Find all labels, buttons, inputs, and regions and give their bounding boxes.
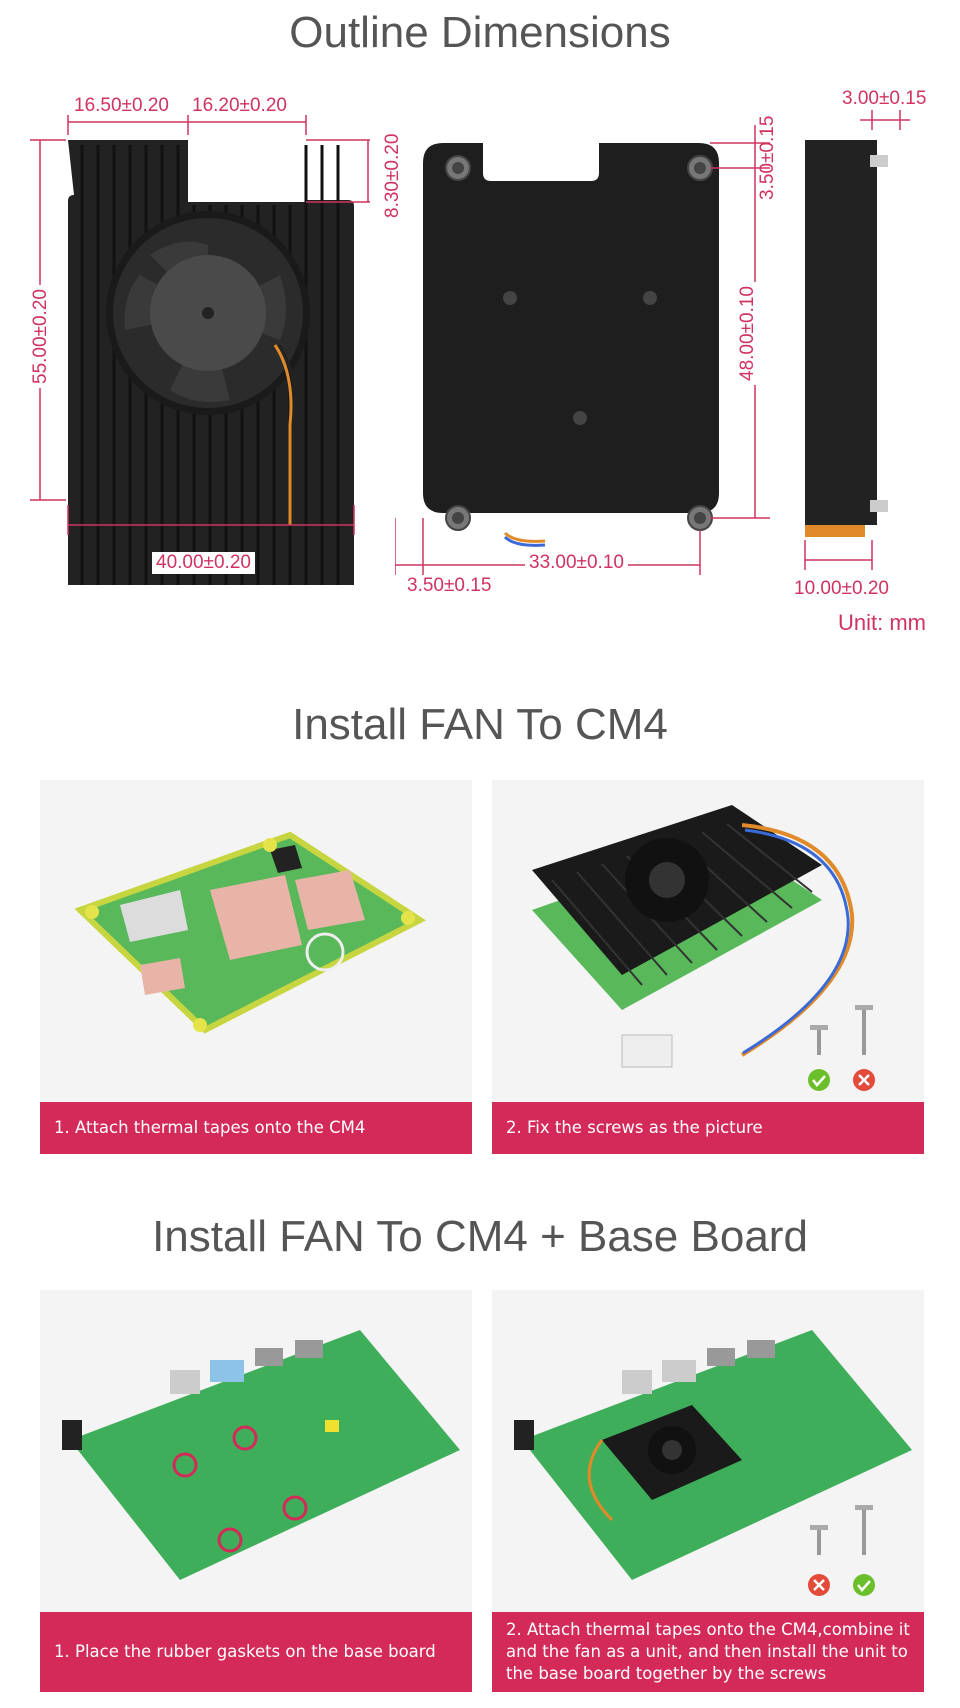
dim-width: 40.00±0.20 (152, 552, 255, 574)
dim-hole-offset-y: 3.50±0.15 (757, 115, 778, 200)
dim-hole-span-x: 33.00±0.10 (525, 552, 628, 574)
unit-label: Unit: mm (838, 610, 926, 635)
dim-side-thickness: 10.00±0.20 (794, 578, 889, 599)
heatsink-side-view (804, 110, 910, 570)
outline-title: Outline Dimensions (289, 8, 671, 57)
dim-hole-offset-x: 3.50±0.15 (407, 575, 492, 596)
base-board-fan-installed-photo (514, 1330, 912, 1596)
cm4-step-2-card: 2. Fix the screws as the picture (492, 780, 924, 1154)
install-base-title: Install FAN To CM4 + Base Board (152, 1212, 808, 1261)
dim-side-top: 3.00±0.15 (842, 88, 927, 109)
base-step-1-card: 1. Place the rubber gaskets on the base … (40, 1290, 472, 1692)
dim-height: 55.00±0.20 (30, 285, 52, 388)
heatsink-back-view (395, 125, 770, 575)
base-step-1-caption: 1. Place the rubber gaskets on the base … (40, 1612, 472, 1692)
base-step-2-caption: 2. Attach thermal tapes onto the CM4,com… (492, 1612, 924, 1692)
dim-top-left-b: 16.20±0.20 (192, 95, 287, 116)
dim-top-left-a: 16.50±0.20 (74, 95, 169, 116)
cm4-board-photo (74, 831, 426, 1034)
dim-hole-span-y: 48.00±0.10 (737, 282, 759, 385)
heatsink-front-view (30, 115, 370, 585)
cm4-step-2-caption: 2. Fix the screws as the picture (492, 1102, 924, 1154)
cm4-step-1-card: 1. Attach thermal tapes onto the CM4 (40, 780, 472, 1154)
cm4-fan-assembled-photo (532, 805, 875, 1091)
base-board-gaskets-photo (62, 1330, 460, 1580)
base-step-2-card: 2. Attach thermal tapes onto the CM4,com… (492, 1290, 924, 1692)
install-cm4-title: Install FAN To CM4 (292, 700, 668, 749)
cm4-step-1-caption: 1. Attach thermal tapes onto the CM4 (40, 1102, 472, 1154)
